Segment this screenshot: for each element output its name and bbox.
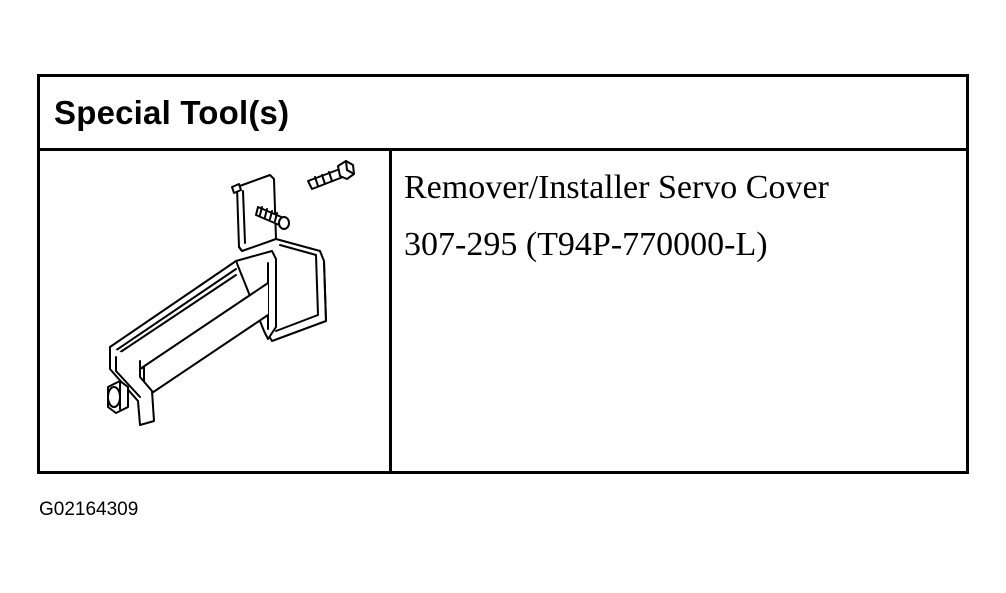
- tool-description-cell: Remover/Installer Servo Cover 307-295 (T…: [392, 151, 966, 471]
- tool-name: Remover/Installer Servo Cover: [404, 169, 829, 206]
- table-title: Special Tool(s): [54, 94, 290, 131]
- special-tools-table: Special Tool(s): [37, 74, 969, 474]
- tool-illustration-cell: [40, 151, 392, 471]
- servo-cover-remover-installer-icon: [107, 160, 355, 426]
- table-header: Special Tool(s): [40, 77, 966, 151]
- bolt-icon: [307, 160, 355, 190]
- tool-part-number: 307-295 (T94P-770000-L): [404, 226, 768, 263]
- figure-id: G02164309: [39, 499, 139, 520]
